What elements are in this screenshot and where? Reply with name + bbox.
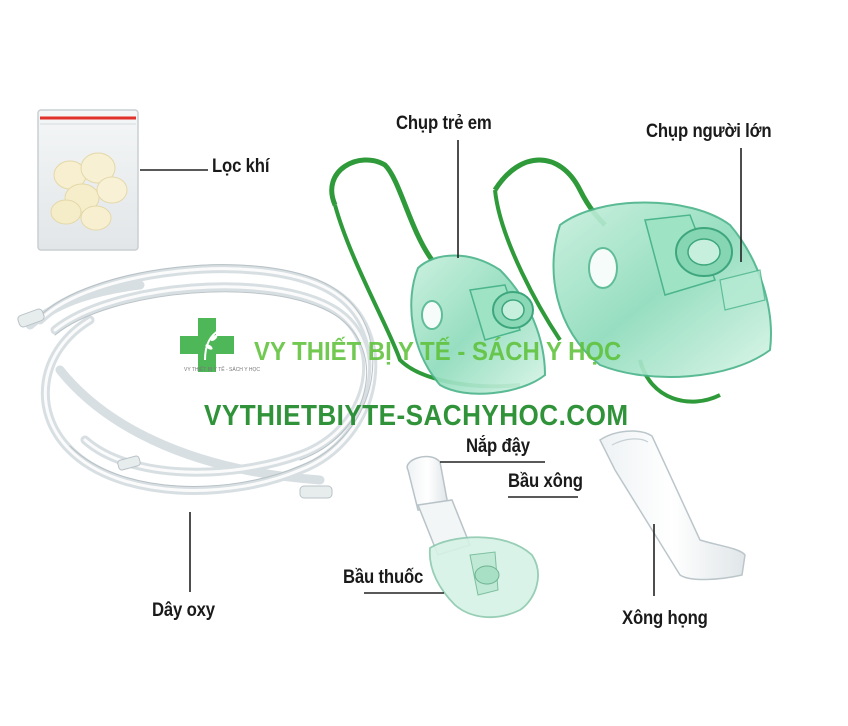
label-medicine-cup: Bầu thuốc (343, 567, 424, 588)
watermark-logo-caption: VY THIẾT BỊ Y TẾ - SÁCH Y HỌC (184, 367, 260, 373)
label-child-mask: Chụp trẻ em (396, 113, 492, 134)
adult-mask (492, 157, 772, 404)
mouthpiece (599, 430, 746, 581)
filter-bag (37, 109, 139, 251)
nebulizer-chamber (406, 455, 539, 619)
label-filter: Lọc khí (212, 156, 270, 177)
label-cap: Nắp đậy (466, 436, 530, 457)
label-mouthpiece: Xông họng (622, 608, 708, 629)
label-adult-mask: Chụp người lớn (646, 121, 772, 142)
watermark-logo (180, 318, 234, 372)
filter-pads (50, 152, 128, 231)
child-mask (329, 157, 547, 395)
label-oxygen-tube: Dây oxy (152, 600, 215, 621)
oxygen-tube-coil (17, 264, 378, 499)
label-nebulizer-chamber: Bầu xông (508, 471, 583, 492)
watermark-url: VYTHIETBIYTE-SACHYHOC.COM (204, 400, 629, 432)
watermark-brand: VY THIẾT BỊ Y TẾ - SÁCH Y HỌC (254, 336, 622, 366)
